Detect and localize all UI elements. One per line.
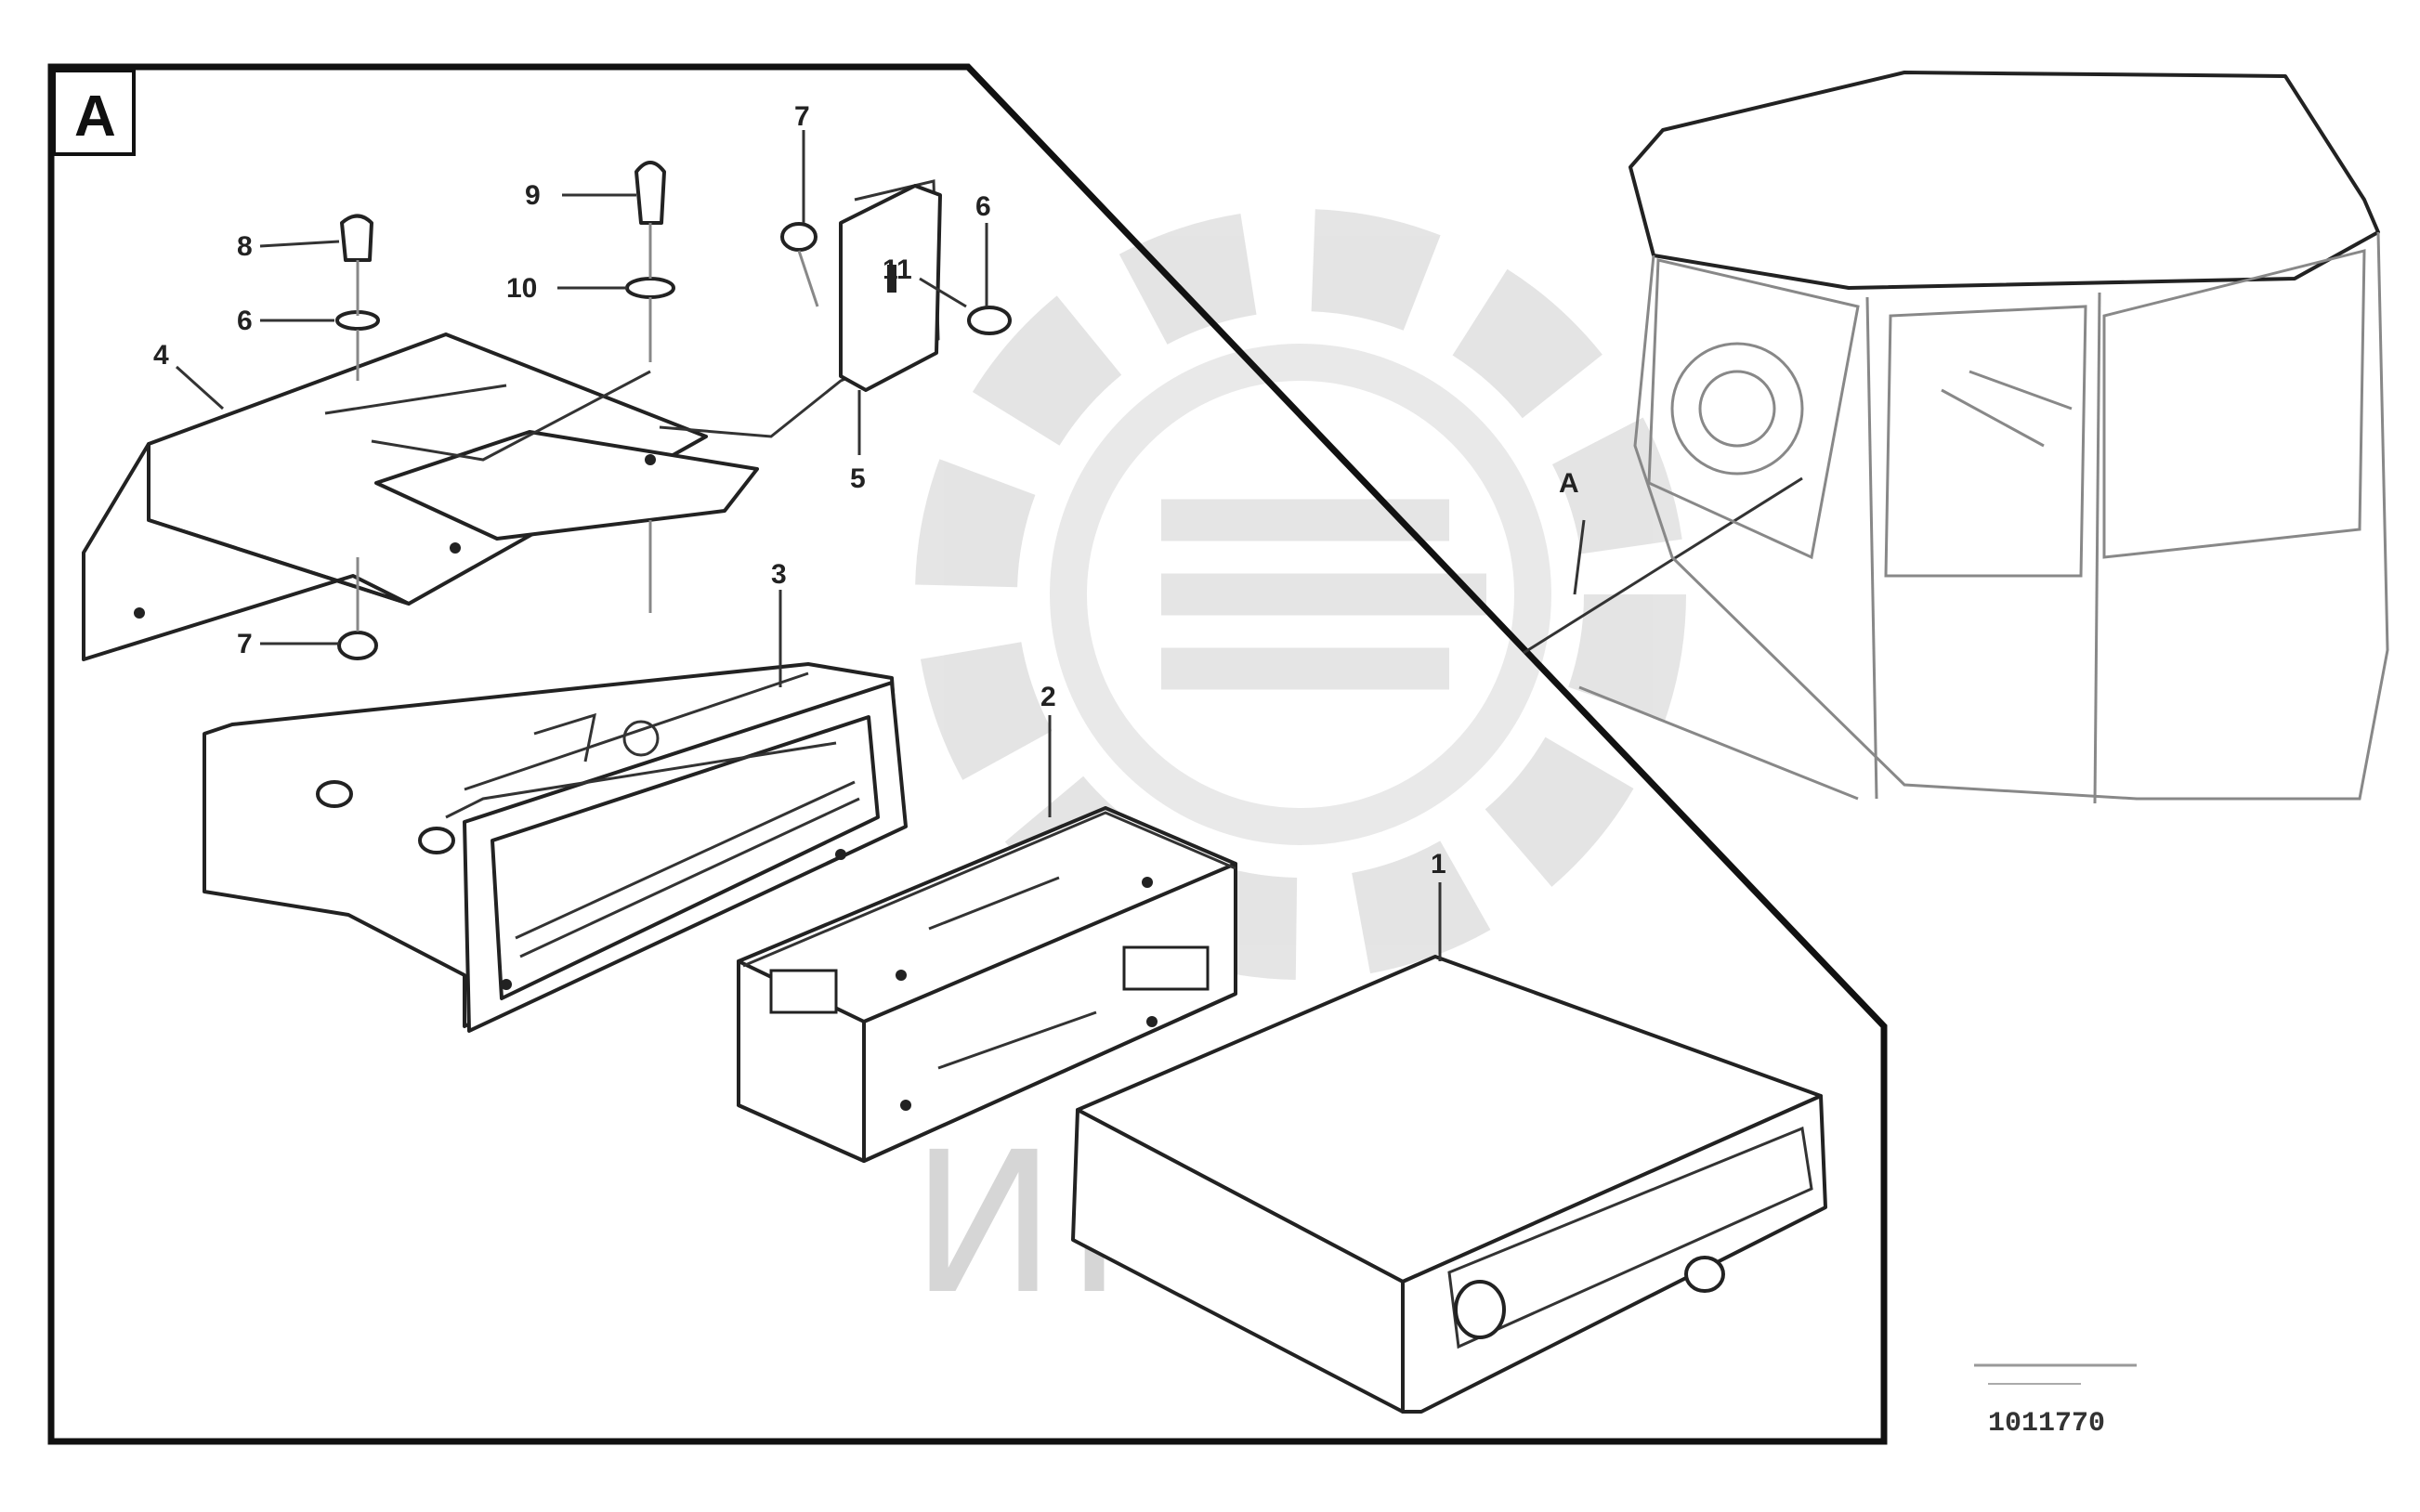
callout-5: 5 <box>850 463 866 494</box>
callout-3: 3 <box>771 559 787 590</box>
drawing-number: 1011770 <box>1988 1408 2105 1440</box>
svg-text:7: 7 <box>237 629 253 659</box>
svg-text:6: 6 <box>975 191 991 222</box>
svg-text:9: 9 <box>525 180 541 211</box>
callout-11: 11 <box>883 254 912 285</box>
callout-6a: 6 <box>237 306 253 336</box>
fastener-8-bolt <box>340 214 373 262</box>
part-4-bracket <box>82 179 940 661</box>
svg-text:6: 6 <box>237 306 253 336</box>
svg-text:7: 7 <box>794 101 810 132</box>
svg-text:10: 10 <box>506 273 537 304</box>
fastener-7b-nut <box>337 631 378 660</box>
fastener-9-bolt <box>634 161 666 225</box>
inset-frame <box>47 63 1888 1445</box>
leader-lines <box>175 130 1442 961</box>
callout-7b: 7 <box>237 629 253 659</box>
callout-A2: A <box>1559 468 1579 499</box>
callout-10: 10 <box>506 273 537 304</box>
svg-text:2: 2 <box>1040 682 1056 712</box>
svg-text:8: 8 <box>237 231 253 262</box>
fastener-10-washer <box>625 277 675 299</box>
callout-6b: 6 <box>975 191 991 222</box>
inset-pointer-line <box>1523 476 1803 655</box>
part-3-frame <box>203 662 908 1033</box>
callout-1: 1 <box>1431 849 1446 880</box>
part-5-plate <box>839 184 942 392</box>
svg-text:3: 3 <box>771 559 787 590</box>
svg-text:11: 11 <box>883 254 912 285</box>
callout-7a: 7 <box>794 101 810 132</box>
callout-4: 4 <box>153 340 169 371</box>
fastener-6b-washer <box>967 306 1012 335</box>
svg-text:A: A <box>1559 468 1579 499</box>
drawing-reference: 1011770 <box>1974 1363 2137 1440</box>
svg-text:5: 5 <box>850 463 866 494</box>
part-2-chassis <box>737 806 1237 1163</box>
callout-9: 9 <box>525 180 541 211</box>
callout-8: 8 <box>237 231 253 262</box>
fastener-7a-nut <box>780 222 818 252</box>
part-1-radio <box>1071 955 1827 1414</box>
cab-overview <box>1573 71 2389 804</box>
svg-text:4: 4 <box>153 340 169 371</box>
inset-letter-box <box>52 69 136 156</box>
inset-letter: A <box>74 85 116 149</box>
svg-text:1: 1 <box>1431 849 1446 880</box>
callout-2: 2 <box>1040 682 1056 712</box>
